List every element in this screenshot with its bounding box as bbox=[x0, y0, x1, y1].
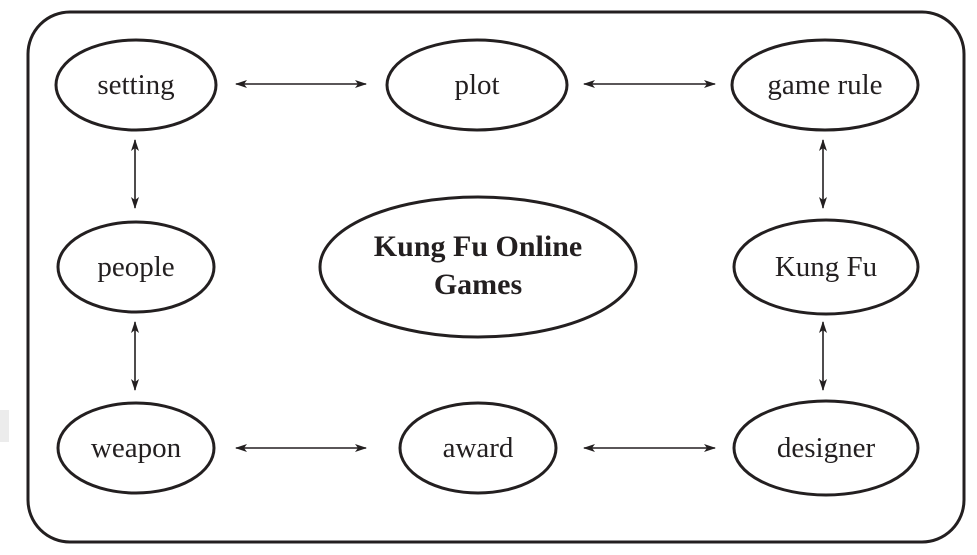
node-designer-shape bbox=[732, 399, 920, 497]
node-plot: plot bbox=[385, 38, 569, 132]
node-people: people bbox=[56, 220, 216, 314]
node-award: award bbox=[398, 401, 558, 495]
node-center-shape bbox=[318, 195, 638, 339]
node-weapon: weapon bbox=[56, 401, 216, 495]
node-people-label: people bbox=[97, 251, 174, 283]
node-setting-label: setting bbox=[97, 69, 174, 101]
node-game-rule-shape bbox=[730, 38, 920, 132]
node-people-shape bbox=[56, 220, 216, 314]
edge-mark bbox=[0, 410, 9, 442]
node-kung-fu-label: Kung Fu bbox=[775, 251, 877, 283]
node-designer-label: designer bbox=[777, 432, 876, 464]
node-kung-fu: Kung Fu bbox=[732, 218, 920, 316]
node-award-label: award bbox=[443, 432, 514, 464]
edges bbox=[131, 80, 827, 452]
node-kung-fu-shape bbox=[732, 218, 920, 316]
node-weapon-shape bbox=[56, 401, 216, 495]
node-designer: designer bbox=[732, 399, 920, 497]
center-title-line-1: Kung Fu Online bbox=[374, 230, 582, 263]
node-plot-label: plot bbox=[454, 69, 499, 101]
node-plot-shape bbox=[385, 38, 569, 132]
node-award-shape bbox=[398, 401, 558, 495]
node-setting: setting bbox=[54, 38, 218, 132]
node-game-rule-label: game rule bbox=[767, 69, 882, 101]
node-weapon-label: weapon bbox=[91, 432, 182, 464]
node-setting-shape bbox=[54, 38, 218, 132]
node-center: Kung Fu Online Games bbox=[318, 195, 638, 339]
node-game-rule: game rule bbox=[730, 38, 920, 132]
center-title-line-2: Games bbox=[434, 268, 522, 301]
